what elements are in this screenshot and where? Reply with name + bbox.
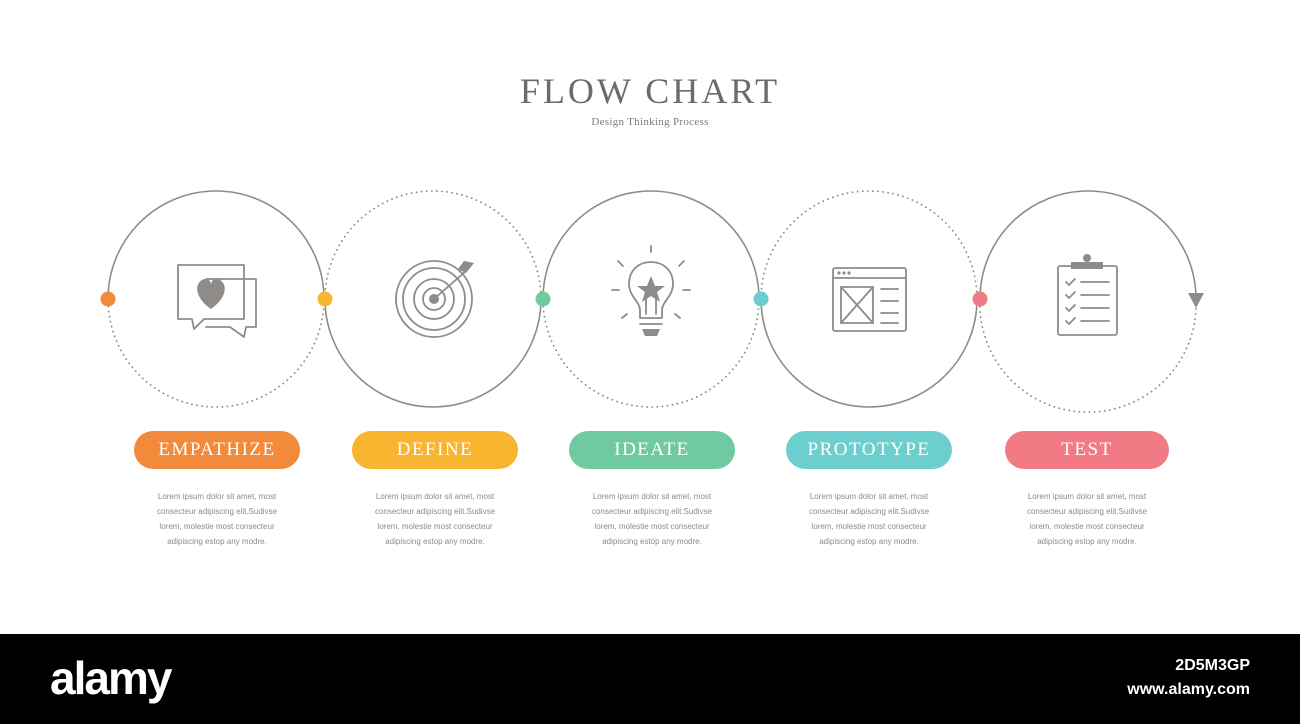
light-ray	[678, 260, 685, 267]
bulb-glass	[628, 261, 674, 319]
check-mark	[1065, 291, 1076, 299]
watermark-url: www.alamy.com	[1127, 681, 1250, 698]
check-mark	[1065, 317, 1076, 325]
watermark-image-code: 2D5M3GP	[1175, 657, 1250, 674]
description-line: Lorem ipsum dolor sit amet, most	[1027, 492, 1147, 501]
description-line: adipiscing estop any modre.	[602, 537, 702, 546]
connector-dots	[100, 291, 988, 307]
description-line: consecteur adipiscing elit.Sudivse	[156, 507, 278, 516]
browser-frame	[832, 267, 907, 332]
connector-dot-5	[972, 291, 988, 307]
target-ring-3	[413, 278, 455, 320]
description-line: lorem, molestie most consecteur	[811, 522, 927, 531]
clipboard-clip	[1071, 262, 1103, 269]
check-mark	[1065, 304, 1076, 312]
description-line: consecteur adipiscing elit.Sudivse	[374, 507, 496, 516]
infographic-canvas: FLOW CHART Design Thinking Process EMPAT…	[100, 71, 1204, 549]
description-line: consecteur adipiscing elit.Sudivse	[591, 507, 713, 516]
step-label-text: IDEATE	[614, 439, 690, 460]
step-label-text: DEFINE	[396, 439, 474, 460]
step-label-text: TEST	[1061, 439, 1113, 460]
description-line: lorem, molestie most consecteur	[159, 522, 275, 531]
arc-bottom-3	[542, 298, 760, 408]
clipboard-board	[1057, 265, 1118, 336]
description-line: lorem, molestie most consecteur	[1029, 522, 1145, 531]
light-ray	[621, 313, 628, 319]
description-line: Lorem ipsum dolor sit amet, most	[157, 492, 277, 501]
step-description-prototype: Lorem ipsum dolor sit amet, most consect…	[774, 489, 964, 549]
chat-heart-icon	[177, 264, 257, 338]
description-line: consecteur adipiscing elit.Sudivse	[1026, 507, 1148, 516]
wireframe-icon	[832, 267, 907, 332]
step-description-empathize: Lorem ipsum dolor sit amet, most consect…	[122, 489, 312, 549]
arc-top-5	[979, 190, 1197, 300]
step-label-text: EMPATHIZE	[158, 439, 276, 460]
step-description-define: Lorem ipsum dolor sit amet, most consect…	[340, 489, 530, 549]
connector-dot-1	[100, 291, 116, 307]
page-title: FLOW CHART	[519, 71, 781, 111]
heart-shape	[197, 279, 225, 309]
chat-bubble-front	[177, 264, 245, 330]
connector-dot-3	[535, 291, 551, 307]
watermark-logo: alamy	[50, 652, 172, 704]
arc-top-4	[760, 190, 978, 300]
arc-bottom-2	[324, 298, 542, 408]
arc-bottom-5	[979, 298, 1197, 413]
step-label-test: TEST	[1005, 431, 1169, 469]
description-line: consecteur adipiscing elit.Sudivse	[808, 507, 930, 516]
description-line: adipiscing estop any modre.	[819, 537, 919, 546]
target-icon	[395, 260, 474, 338]
page-subtitle: Design Thinking Process	[591, 116, 709, 128]
flow-path	[107, 190, 1204, 413]
target-ring-2	[402, 267, 466, 331]
check-mark	[1065, 278, 1076, 286]
arc-bottom-4	[760, 298, 978, 408]
step-description-ideate: Lorem ipsum dolor sit amet, most consect…	[557, 489, 747, 549]
dart-shaft	[433, 270, 467, 300]
placeholder-cross	[840, 286, 874, 324]
description-line: adipiscing estop any modre.	[385, 537, 485, 546]
window-dot	[837, 271, 841, 275]
chat-bubble-back	[205, 278, 257, 338]
description-line: Lorem ipsum dolor sit amet, most	[375, 492, 495, 501]
image-placeholder	[840, 286, 874, 324]
clipboard-clip-top	[1083, 254, 1091, 262]
watermark-bar	[0, 634, 1300, 724]
step-description-test: Lorem ipsum dolor sit amet, most consect…	[992, 489, 1182, 549]
arc-top-1	[107, 190, 325, 300]
step-label-define: DEFINE	[352, 431, 518, 469]
step-label-ideate: IDEATE	[569, 431, 735, 469]
connector-dot-4	[753, 291, 769, 307]
arc-top-2	[324, 190, 542, 300]
connector-dot-2	[317, 291, 333, 307]
window-dot	[842, 271, 846, 275]
bulb-base	[642, 329, 660, 336]
window-dot	[847, 271, 851, 275]
target-ring-outer	[395, 260, 473, 338]
clipboard-checklist-icon	[1057, 254, 1118, 336]
description-line: lorem, molestie most consecteur	[594, 522, 710, 531]
description-line: Lorem ipsum dolor sit amet, most	[809, 492, 929, 501]
arc-top-3	[542, 190, 760, 300]
lightbulb-icon	[611, 245, 691, 336]
description-line: lorem, molestie most consecteur	[377, 522, 493, 531]
icon-layer	[177, 245, 1118, 338]
description-line: adipiscing estop any modre.	[167, 537, 267, 546]
step-label-text: PROTOTYPE	[807, 439, 931, 460]
description-line: Lorem ipsum dolor sit amet, most	[592, 492, 712, 501]
star-shape	[637, 276, 665, 302]
description-line: adipiscing estop any modre.	[1037, 537, 1137, 546]
step-label-empathize: EMPATHIZE	[134, 431, 300, 469]
dart-fletching	[458, 261, 474, 273]
arc-bottom-1	[107, 298, 325, 408]
target-ring-4	[422, 287, 446, 311]
arrow-head	[1188, 293, 1204, 308]
flow-diagram	[100, 190, 1204, 413]
step-label-prototype: PROTOTYPE	[786, 431, 952, 469]
light-ray	[617, 260, 624, 267]
light-ray	[674, 313, 681, 319]
